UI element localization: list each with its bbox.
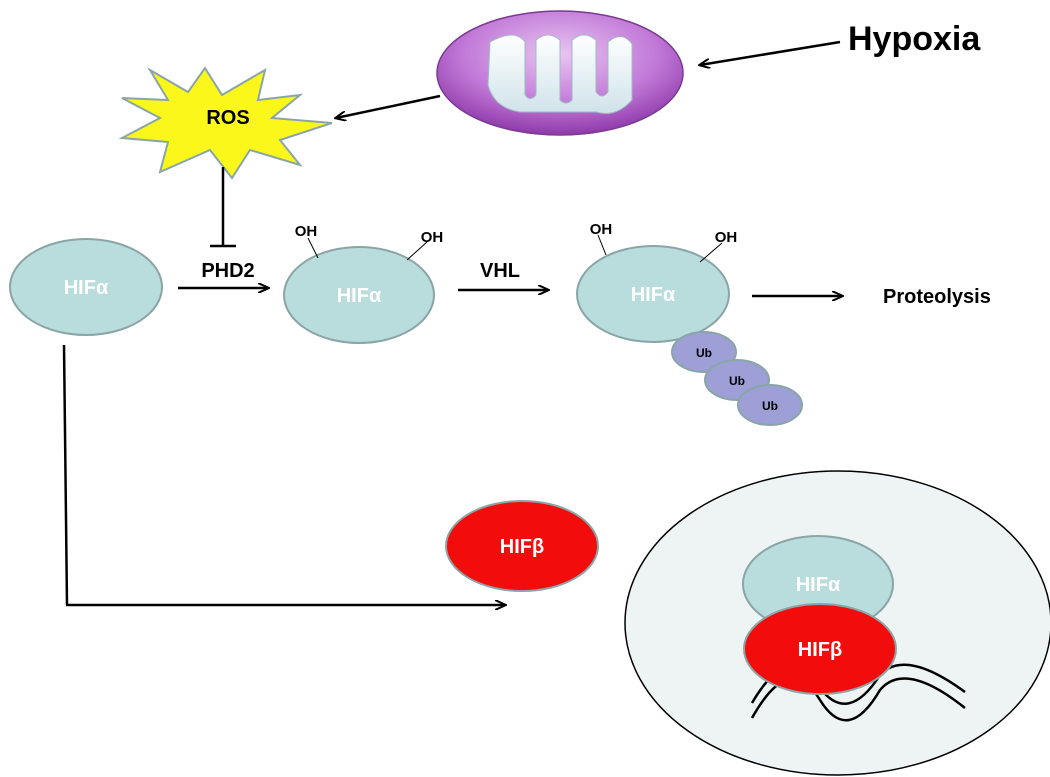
hif-beta-label-2: HIFβ bbox=[798, 639, 842, 661]
vhl-label: VHL bbox=[480, 260, 520, 282]
hif-alpha-label-3: HIFα bbox=[631, 284, 676, 306]
hypoxia-label: Hypoxia bbox=[848, 20, 981, 58]
phd2-label: PHD2 bbox=[201, 260, 254, 282]
ub-label-2: Ub bbox=[729, 374, 745, 388]
ubiquitin-chain bbox=[671, 331, 803, 426]
oh-label-1: OH bbox=[295, 223, 318, 240]
hypoxia-arrow bbox=[700, 40, 841, 65]
hif-alpha-node-3 bbox=[576, 234, 730, 343]
ros-label: ROS bbox=[206, 107, 249, 129]
ros-inhibition-line bbox=[210, 167, 236, 248]
hif-alpha-node-2 bbox=[283, 237, 435, 344]
ub-label-3: Ub bbox=[762, 399, 778, 413]
stabilization-path bbox=[62, 344, 505, 605]
ub-node-3 bbox=[737, 384, 803, 426]
hif-beta-node-1 bbox=[445, 500, 599, 592]
proteolysis-label: Proteolysis bbox=[883, 286, 991, 308]
oh-label-2: OH bbox=[421, 229, 444, 246]
mitochondrion-icon bbox=[436, 10, 684, 136]
hif-alpha-label-4: HIFα bbox=[796, 574, 841, 596]
hif-alpha-label-2: HIFα bbox=[337, 285, 382, 307]
hif-beta-label-1: HIFβ bbox=[500, 536, 544, 558]
mito-to-ros-arrow bbox=[336, 94, 441, 118]
oh-label-4: OH bbox=[715, 229, 738, 246]
hif-alpha-node-1 bbox=[9, 238, 163, 336]
oh-label-3: OH bbox=[590, 221, 613, 238]
ub-label-1: Ub bbox=[696, 346, 712, 360]
burst-icon bbox=[118, 66, 333, 180]
hif-beta-node-2 bbox=[743, 603, 897, 695]
hif-alpha-label-1: HIFα bbox=[64, 277, 109, 299]
